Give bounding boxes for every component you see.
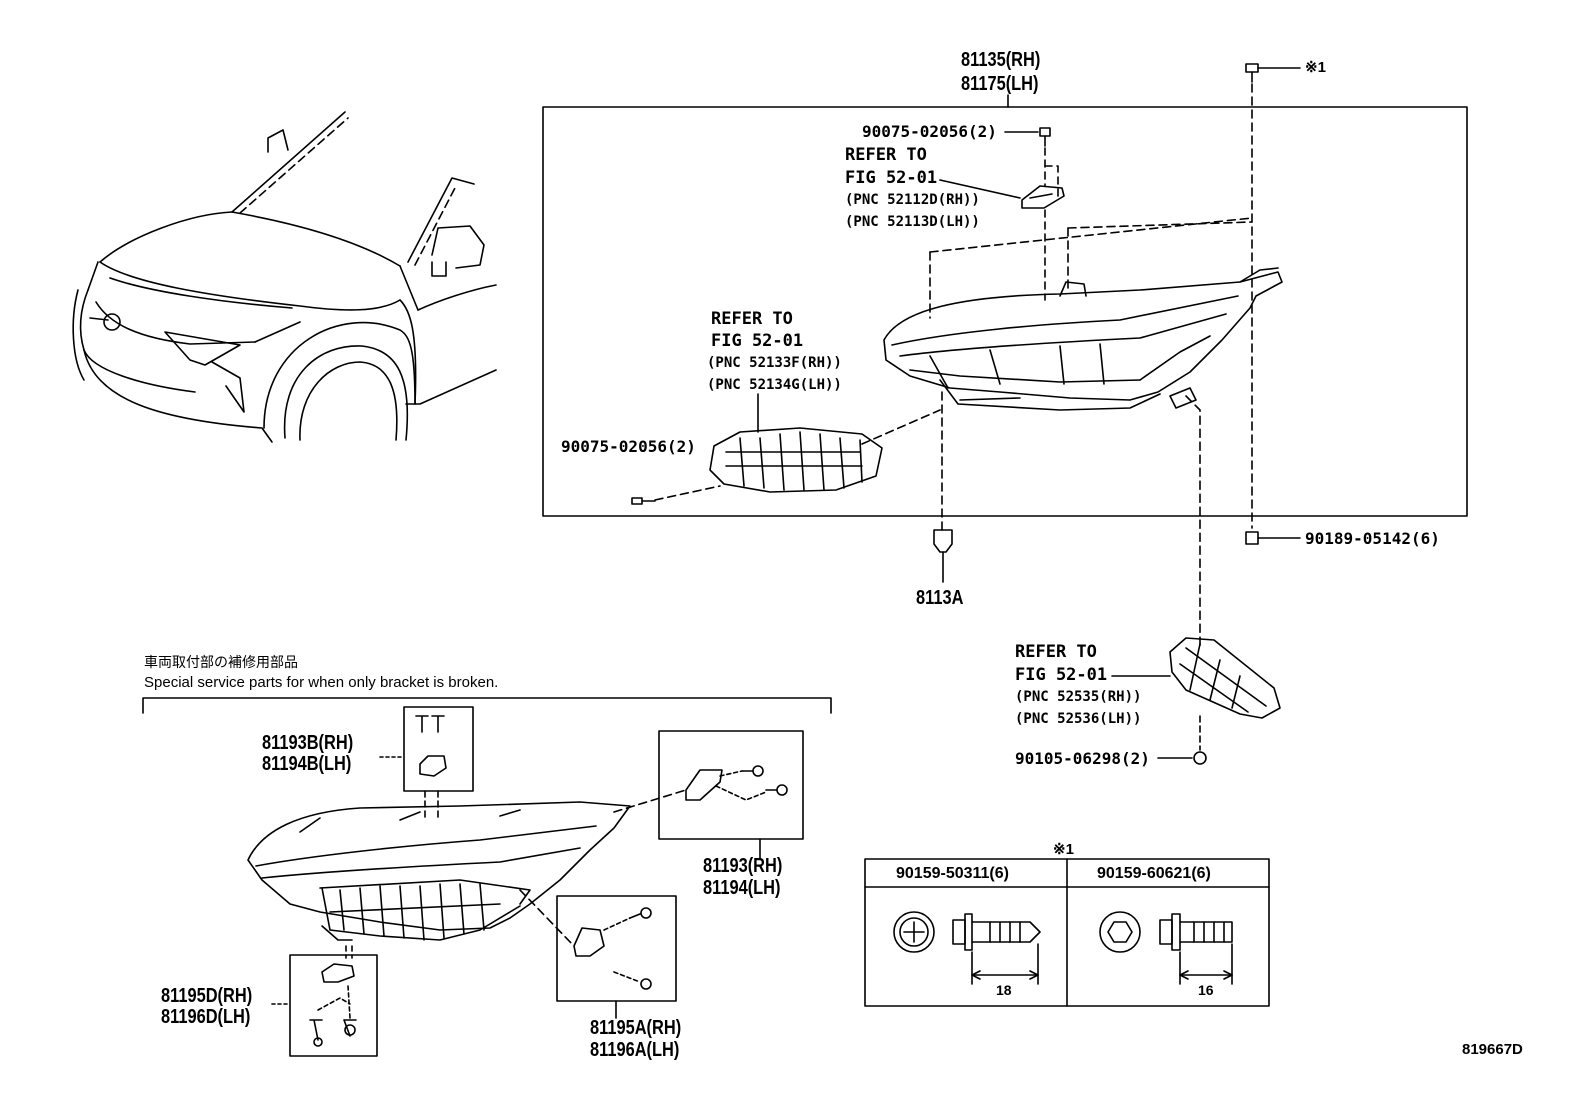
bolt1-length: 18 [996,982,1012,998]
table-col2-header: 90159-60621(6) [1097,865,1211,882]
b-parts [415,715,447,777]
left-screw [631,497,656,505]
box-81195D [289,954,378,1057]
socket-label: 8113A [916,587,964,609]
headlamp-illustration [883,267,1283,411]
right-nut [1245,531,1301,545]
refer3-line4: (PNC 52536(LH)) [1015,711,1142,727]
refer2-line3: (PNC 52133F(RH)) [707,355,842,371]
box-81193 [658,730,804,840]
service-bracket-line [142,697,832,714]
bolt-flange-head-icon [893,911,1041,985]
top-bolt [1245,63,1301,83]
bracket-b-rh-label: 81193B(RH) [262,732,354,754]
service-note-jp: 車両取付部の補修用部品 [144,655,298,671]
refer1-line2: FIG 52-01 [845,168,938,188]
bracket-a-rh-label: 81195A(RH) [590,1017,682,1039]
c-parts [685,765,788,801]
cover-clip [1157,751,1207,765]
screw-top-label: 90075-02056(2) [862,122,997,141]
side-cover [1169,637,1281,719]
refer2-line2: FIG 52-01 [711,331,804,351]
headlamp-assembly-box [542,106,1468,517]
socket-part [933,529,953,583]
refer3-line3: (PNC 52535(RH)) [1015,689,1142,705]
clip-label: 90105-06298(2) [1015,749,1150,768]
headlamp-lh-label: 81175(LH) [961,73,1039,95]
bracket-d-lh-label: 81196D(LH) [161,1006,251,1028]
service-headlamp [247,801,631,941]
vehicle-front-illustration [72,111,497,443]
refer2-line4: (PNC 52134G(LH)) [707,377,842,393]
refer2-line1: REFER TO [711,309,793,329]
note1-mark: ※1 [1305,59,1326,76]
bolt2-length: 16 [1198,982,1214,998]
bracket-c-rh-label: 81193(RH) [703,855,783,877]
table-note-mark: ※1 [1053,841,1074,858]
bolt-table [864,858,1270,1007]
headlamp-rh-label: 81135(RH) [961,49,1041,71]
lower-bracket [709,427,883,493]
bracket-a-lh-label: 81196A(LH) [590,1039,680,1061]
upper-bracket [1021,185,1065,209]
bracket-b-lh-label: 81194B(LH) [262,753,352,775]
top-screw [1004,127,1051,147]
refer1-line3: (PNC 52112D(RH)) [845,192,980,208]
refer3-line2: FIG 52-01 [1015,665,1108,685]
bracket-d-rh-label: 81195D(RH) [161,985,253,1007]
nut-right-label: 90189-05142(6) [1305,529,1440,548]
bracket-c-lh-label: 81194(LH) [703,877,781,899]
figure-code: 819667D [1462,1041,1523,1058]
table-col1-header: 90159-50311(6) [896,865,1009,882]
refer1-line4: (PNC 52113D(LH)) [845,214,980,230]
service-note-en: Special service parts for when only brac… [144,674,499,691]
bolt-hex-head-icon [1099,911,1233,985]
refer1-line1: REFER TO [845,145,927,165]
d-parts [309,963,357,1047]
refer3-line1: REFER TO [1015,642,1097,662]
screw-left-label: 90075-02056(2) [561,437,696,456]
a-parts [573,907,652,990]
